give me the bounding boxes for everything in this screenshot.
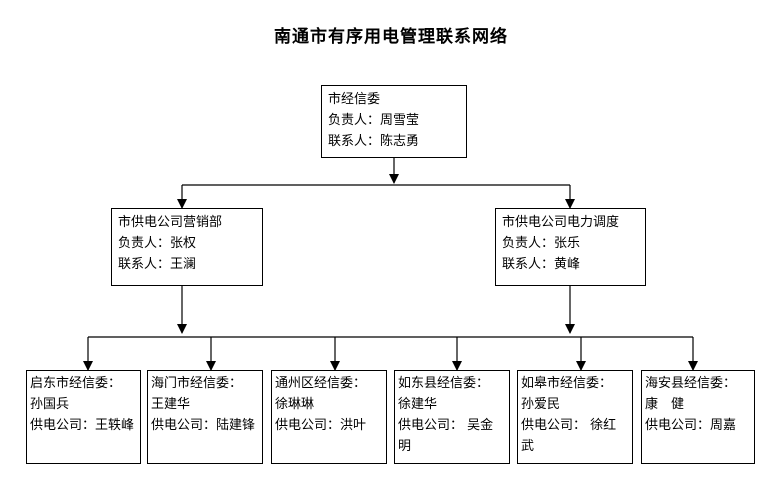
box-responsible: 负责人：张乐 bbox=[502, 236, 581, 251]
box-org-name: 通州区经信委： bbox=[275, 376, 367, 391]
box-org-name: 如皋市经信委： bbox=[521, 376, 613, 391]
box-tongzhou: 通州区经信委： 徐琳琳 供电公司：洪叶 bbox=[271, 370, 387, 464]
box-contact: 联系人：黄峰 bbox=[502, 257, 581, 272]
box-responsible: 负责人：周雪莹 bbox=[328, 113, 420, 128]
box-power-dispatch: 市供电公司电力调度 负责人：张乐 联系人：黄峰 bbox=[495, 208, 646, 286]
box-rudong: 如东县经信委： 徐建华 供电公司： 吴金明 bbox=[394, 370, 510, 464]
box-contact: 联系人：王澜 bbox=[118, 257, 197, 272]
box-org-name: 市供电公司电力调度 bbox=[502, 215, 620, 230]
box-org-name: 市经信委 bbox=[328, 92, 381, 107]
box-qidong: 启东市经信委： 孙国兵 供电公司：王轶峰 bbox=[26, 370, 141, 464]
box-supply: 供电公司：周嘉 bbox=[645, 418, 737, 433]
box-rugao: 如皋市经信委： 孙爱民 供电公司： 徐红武 bbox=[517, 370, 633, 464]
diagram-title: 南通市有序用电管理联系网络 bbox=[274, 27, 508, 47]
box-person: 孙国兵 bbox=[30, 397, 70, 412]
box-contact: 联系人：陈志勇 bbox=[328, 134, 420, 149]
box-person: 康 健 bbox=[645, 397, 685, 412]
box-person: 徐建华 bbox=[398, 397, 438, 412]
box-supply: 供电公司： 徐红武 bbox=[521, 418, 617, 454]
box-supply: 供电公司： 吴金明 bbox=[398, 418, 494, 454]
box-haian: 海安县经信委： 康 健 供电公司：周嘉 bbox=[641, 370, 755, 464]
box-org-name: 启东市经信委： bbox=[30, 376, 122, 391]
box-org-name: 市供电公司营销部 bbox=[118, 215, 223, 230]
box-responsible: 负责人：张权 bbox=[118, 236, 197, 251]
box-person: 王建华 bbox=[151, 397, 191, 412]
box-person: 徐琳琳 bbox=[275, 397, 315, 412]
box-supply: 供电公司：陆建锋 bbox=[151, 418, 256, 433]
box-org-name: 海门市经信委： bbox=[151, 376, 243, 391]
box-person: 孙爱民 bbox=[521, 397, 561, 412]
box-supply: 供电公司：洪叶 bbox=[275, 418, 367, 433]
box-org-name: 海安县经信委： bbox=[645, 376, 737, 391]
box-marketing-dept: 市供电公司营销部 负责人：张权 联系人：王澜 bbox=[111, 208, 263, 286]
box-haimen: 海门市经信委： 王建华 供电公司：陆建锋 bbox=[147, 370, 263, 464]
box-supply: 供电公司：王轶峰 bbox=[30, 418, 135, 433]
box-org-name: 如东县经信委： bbox=[398, 376, 490, 391]
box-city-economic-commission: 市经信委 负责人：周雪莹 联系人：陈志勇 bbox=[321, 85, 467, 158]
